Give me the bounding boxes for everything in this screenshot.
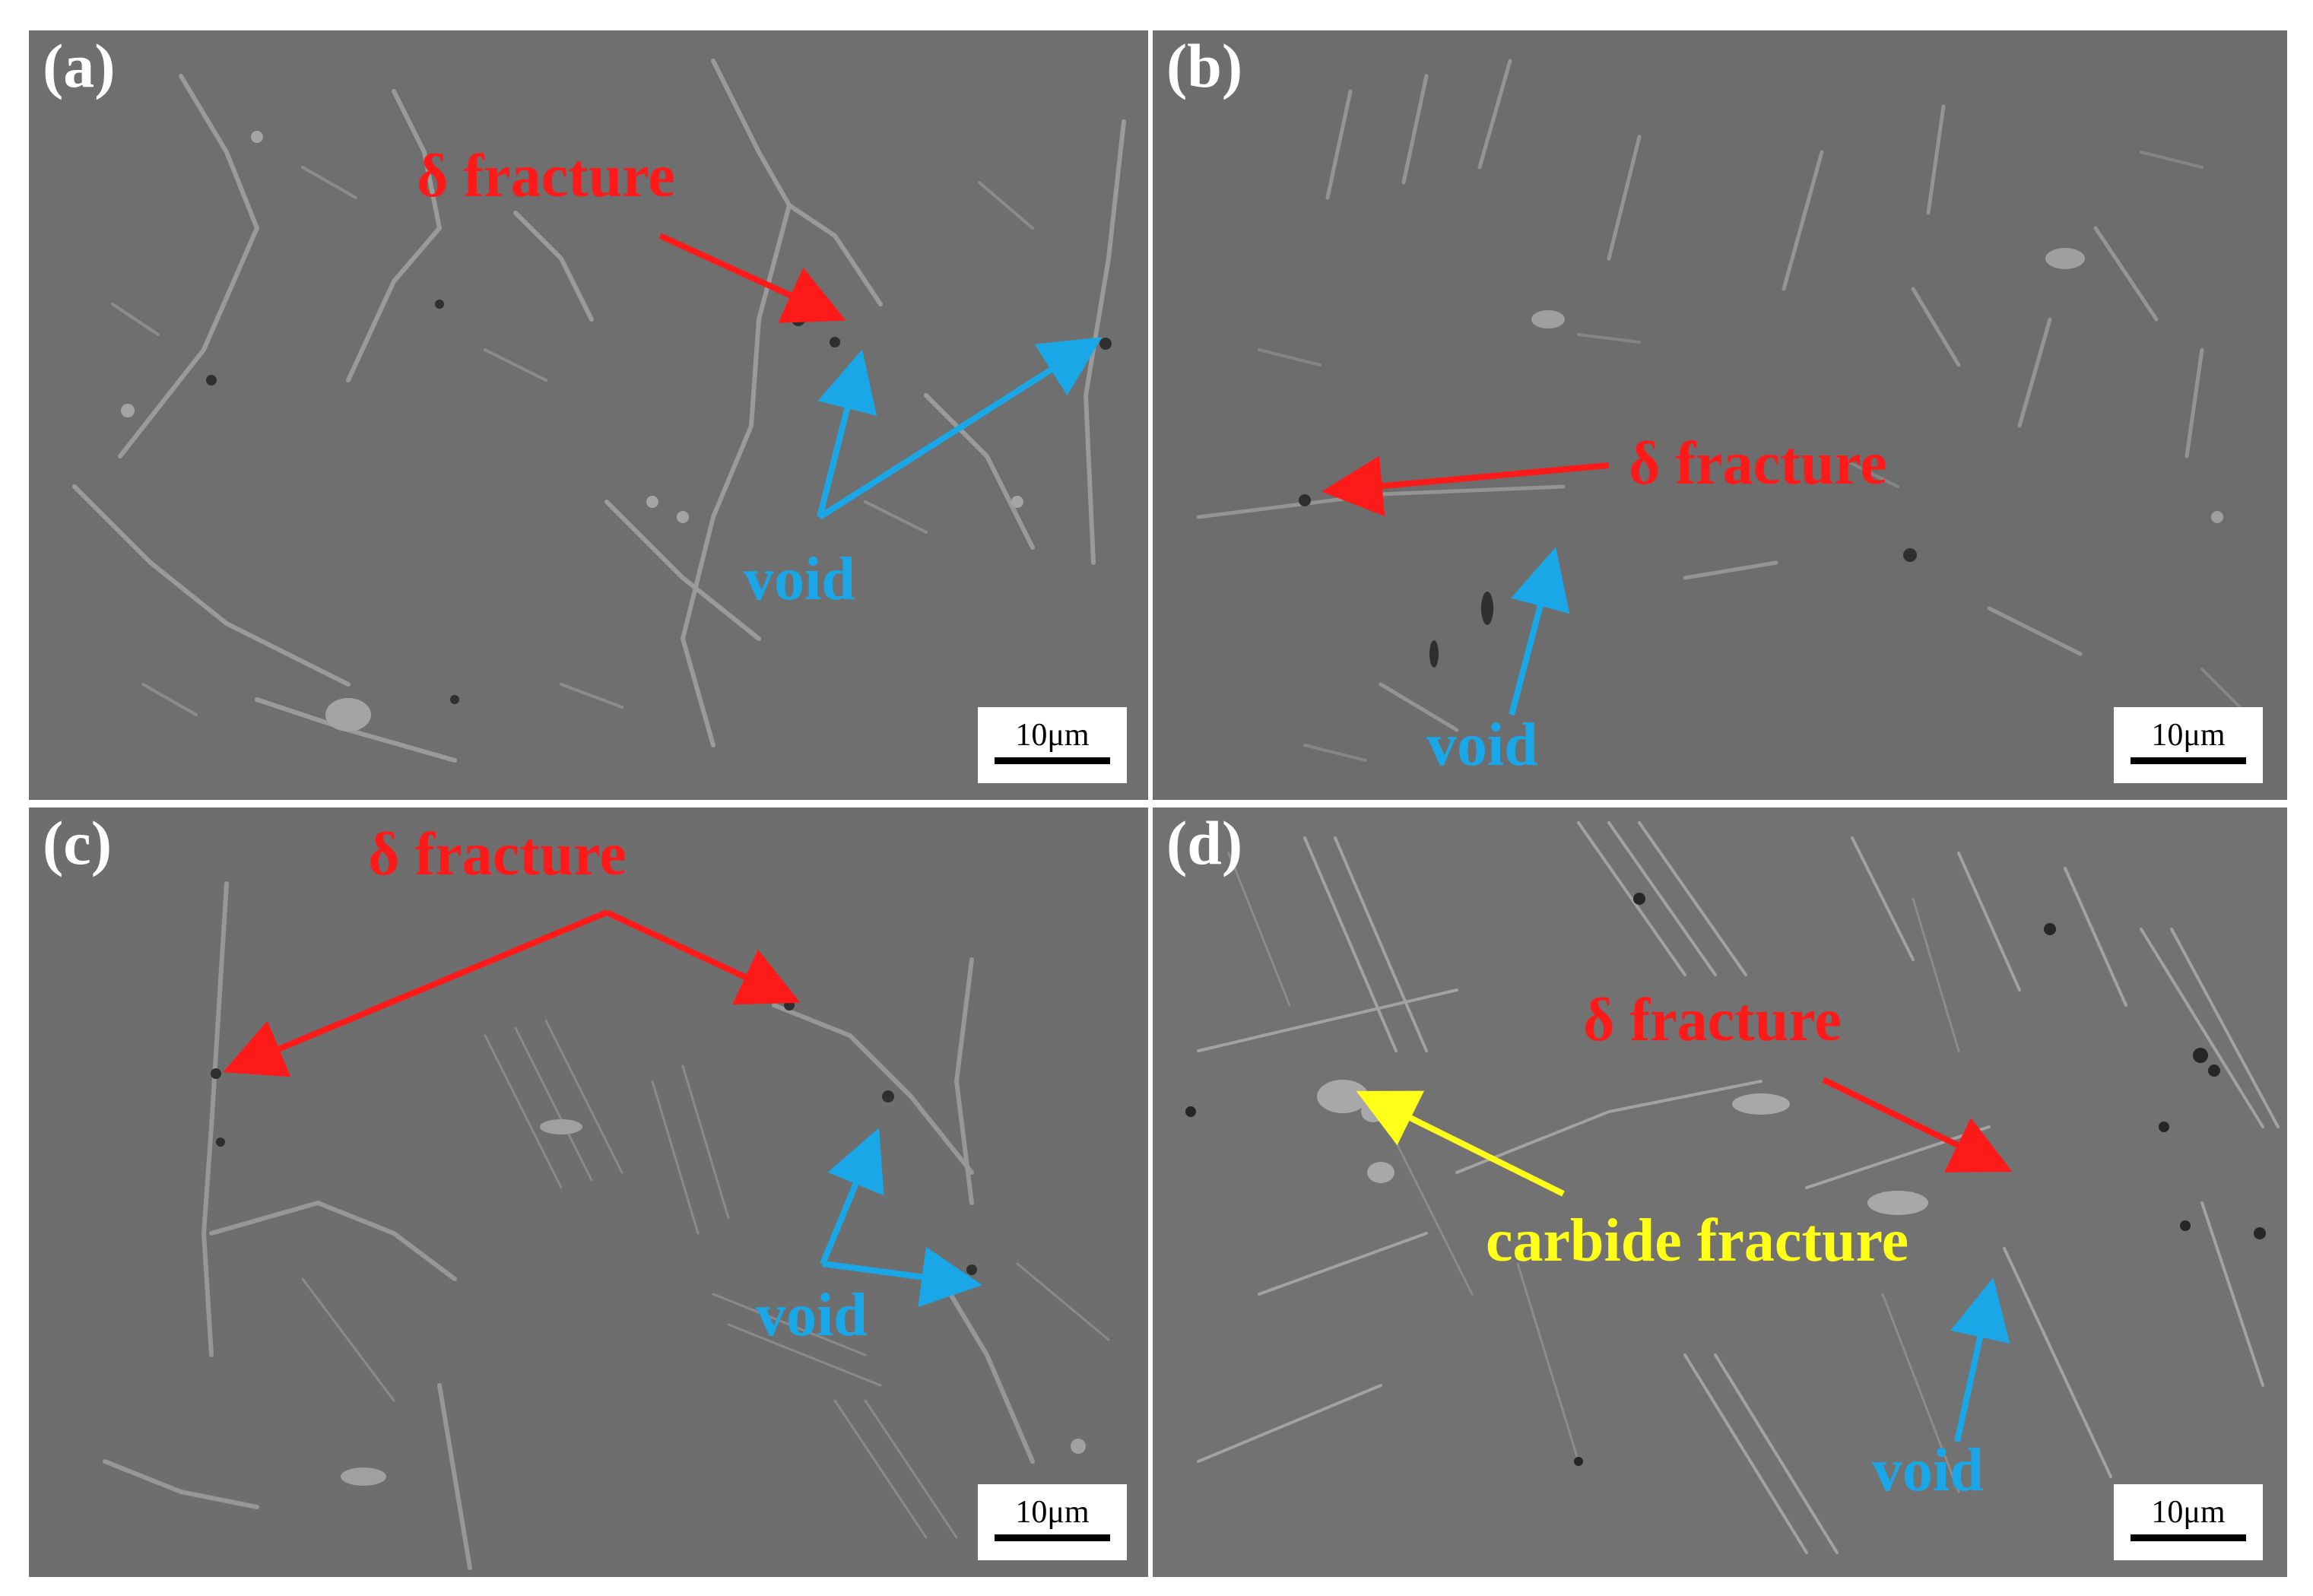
scale-bar-line	[995, 757, 1110, 764]
delta-fracture-label: δ fracture	[1583, 987, 1842, 1054]
red-arrow	[1822, 1077, 2013, 1172]
void-label: void	[744, 546, 855, 613]
panel-label: (c)	[43, 808, 113, 877]
micrograph-texture	[29, 30, 1148, 800]
void-label: void	[1872, 1437, 1984, 1504]
blue-arrow	[817, 349, 877, 518]
delta-fracture-label: δ fracture	[1629, 430, 1887, 497]
scale-bar-label: 10μm	[2151, 1495, 2226, 1530]
red-arrow	[605, 909, 801, 1005]
panel-label: (a)	[43, 31, 116, 100]
void-label: void	[1426, 712, 1538, 779]
scale-bar-label: 10μm	[2151, 718, 2226, 753]
scale-bar-label: 10μm	[1015, 1495, 1090, 1530]
scale-bar-line	[2131, 757, 2246, 764]
micrograph-texture	[29, 808, 1148, 1577]
scale-bar-line	[2131, 1534, 2246, 1541]
scale-bar-label: 10μm	[1015, 718, 1090, 753]
blue-arrow	[1950, 1277, 2010, 1442]
scale-bar: 10μm	[978, 707, 1127, 783]
panel-c-arrows	[223, 909, 982, 1308]
panel-d-micrograph: (d) δ fracture carbide fracture void 10μ…	[1153, 808, 2287, 1577]
panel-label: (b)	[1166, 31, 1243, 100]
panel-d-arrows	[1356, 1077, 2013, 1442]
scale-bar-line	[995, 1534, 1110, 1541]
micrograph-texture	[1153, 30, 2287, 800]
void-label: void	[756, 1282, 868, 1349]
micrograph-texture	[1153, 808, 2287, 1577]
delta-fracture-label: δ fracture	[368, 821, 627, 888]
delta-fracture-label: δ fracture	[417, 143, 675, 210]
blue-arrow	[820, 1128, 884, 1265]
carbide-fracture-label: carbide fracture	[1486, 1207, 1909, 1274]
red-arrow	[658, 233, 846, 323]
panel-a-micrograph: (a) δ fracture void 10μm	[29, 30, 1148, 800]
panel-a-arrows	[658, 233, 1103, 520]
blue-arrow	[822, 1246, 982, 1308]
panel-label: (d)	[1166, 808, 1243, 877]
scale-bar: 10μm	[2114, 1484, 2263, 1560]
red-arrow	[223, 909, 608, 1077]
panel-b-micrograph: (b) δ fracture void 10μm	[1153, 30, 2287, 800]
blue-arrow	[817, 337, 1103, 520]
scale-bar: 10μm	[2114, 707, 2263, 783]
panel-b-arrows	[1321, 455, 1610, 716]
scale-bar: 10μm	[978, 1484, 1127, 1560]
yellow-arrow	[1356, 1090, 1565, 1197]
blue-arrow	[1509, 547, 1570, 716]
panel-c-micrograph: (c) δ fracture void 10μm	[29, 808, 1148, 1577]
red-arrow	[1321, 455, 1610, 517]
